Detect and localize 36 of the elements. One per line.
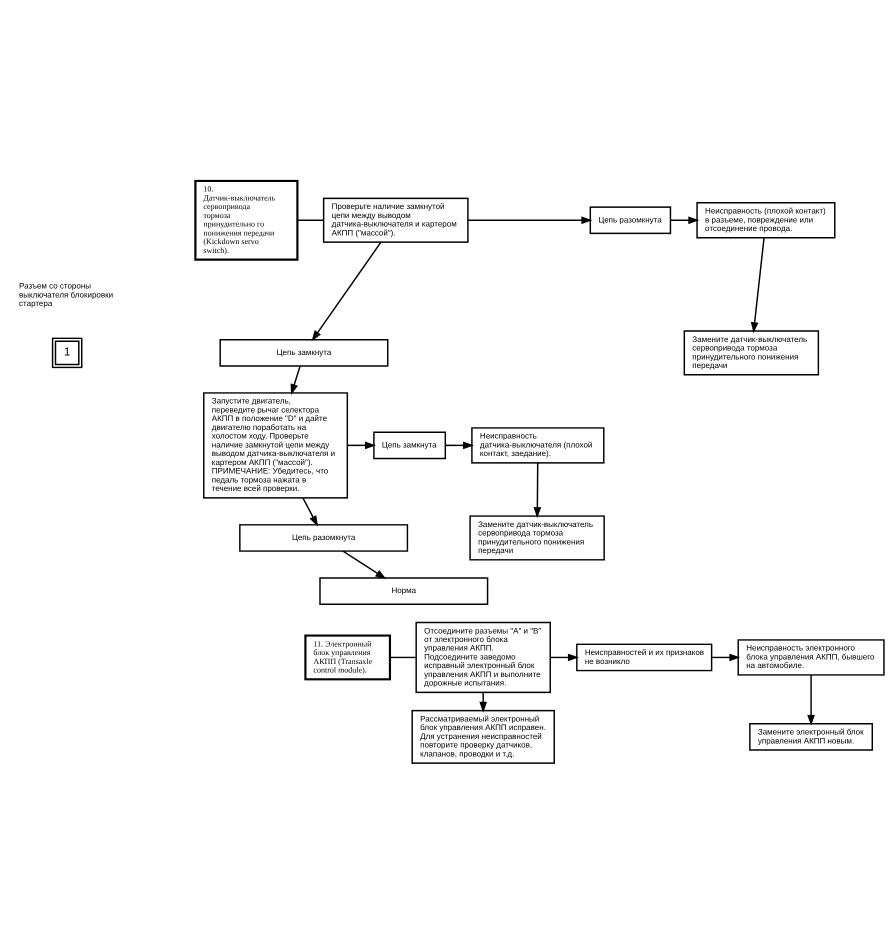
arrow: [348, 441, 376, 449]
node-box: Цепь разомкнута: [590, 206, 672, 234]
node-label: Разъем со стороны выключателя блокировки стартера: [19, 281, 114, 308]
node-box: Цепь разомкнута: [239, 524, 408, 552]
node-box: 10. Датчик-выключатель сервопривода тормоза принудительно го понижения передачи (Kickdown servo switch).: [194, 179, 298, 260]
node-box: Неисправностей и их признаков не возникло: [576, 643, 712, 671]
node-box: Проверьте наличие замкнутой цепи между выводом датчика-выключателя и картером АКПП ("массой").: [322, 197, 469, 242]
arrow: [445, 441, 474, 449]
node-box: Запустите двигатель, переведите рычаг селектора АКПП в положение "D" и дайте двигателю поработать на холостом ходу. Проверьте наличие замкнутой цепи между выводом датчика-выключателя и картером АКПП ("массой"). ПРИМЕЧАНИЕ: Убедитесь, что педаль тормоза нажата в течение всей проверки.: [203, 392, 348, 498]
node-box: Замените датчик-выключатель сервопривода тормоза принудительного понижения передачи: [684, 330, 820, 375]
arrow: [712, 653, 740, 661]
node-box: Рассматриваемый электронный блок управления АКПП исправен. Для устранения неисправностей повторите проверку датчиков, клапанов, проводки и т.д.: [411, 709, 555, 764]
node-box: Неисправность (плохой контакт) в разъеме, повреждение или отсоединение провода.: [696, 202, 836, 238]
node-box: Неисправность датчика-выключателя (плохой контакт, заедание).: [471, 426, 605, 464]
arrow: [750, 237, 765, 333]
arrow: [479, 692, 488, 712]
arrow: [468, 216, 592, 224]
arrow: [312, 241, 382, 341]
arrow: [550, 653, 579, 661]
node-box: Отсоедините разъемы "A" и "B" от электронного блока управления АКПП. Подсоедините заведомо исправный электронный блок управления АКПП и выполните дорожные испытания.: [415, 621, 551, 693]
arrow: [534, 462, 542, 518]
arrow: [807, 674, 815, 726]
connector: [297, 219, 324, 220]
node-box: 1: [52, 337, 82, 368]
connector: [390, 656, 416, 658]
arrow: [290, 365, 301, 395]
node-box: Цепь замкнута: [219, 338, 388, 366]
arrow: [670, 216, 700, 224]
node-box: 11. Электронный блок управления АКПП (Transaxle control module).: [304, 634, 392, 680]
arrow: [302, 497, 318, 526]
arrow: [342, 550, 386, 579]
node-box: Неисправность электронного блока управления АКПП, бывшего на автомобиле.: [738, 638, 885, 676]
node-box: Замените электронный блок управления АКПП новым.: [749, 722, 874, 750]
node-box: Цепь замкнута: [373, 431, 446, 459]
node-box: Замените датчик-выключатель сервопривода тормоза принудительного понижения передачи: [469, 514, 605, 560]
node-box: Норма: [319, 576, 488, 604]
